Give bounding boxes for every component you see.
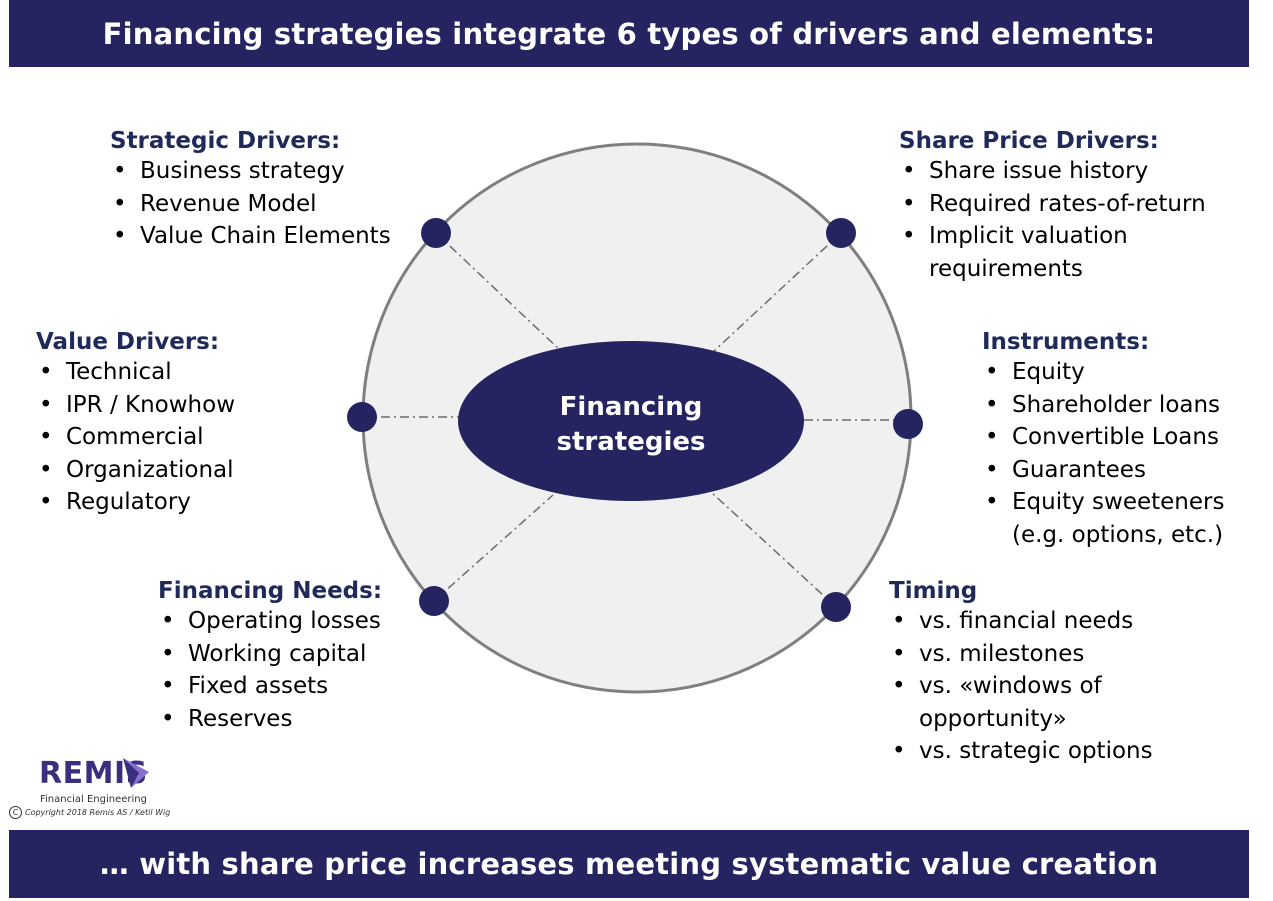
- list-item: Revenue Model: [110, 188, 391, 221]
- list-item: Operating losses: [158, 605, 382, 638]
- list-item: vs. «windows of: [889, 670, 1153, 703]
- logo-chevron-icon: [123, 758, 149, 788]
- list-item: Guarantees: [982, 454, 1224, 487]
- center-label-line1: Financing: [560, 392, 703, 422]
- group-instruments: Instruments: Equity Shareholder loans Co…: [982, 328, 1224, 551]
- list-item: Fixed assets: [158, 670, 382, 703]
- list-item: Implicit valuation: [899, 220, 1206, 253]
- list-item: Convertible Loans: [982, 421, 1224, 454]
- list-item: vs. financial needs: [889, 605, 1153, 638]
- group-title: Strategic Drivers:: [110, 128, 341, 154]
- list-item: vs. milestones: [889, 638, 1153, 671]
- group-title: Share Price Drivers:: [899, 128, 1159, 154]
- group-share-price-drivers: Share Price Drivers: Share issue history…: [899, 127, 1206, 285]
- header-title: Financing strategies integrate 6 types o…: [102, 16, 1156, 51]
- list-item: Organizational: [36, 454, 235, 487]
- group-title: Instruments:: [982, 329, 1150, 355]
- list-item: Working capital: [158, 638, 382, 671]
- list-item-continuation: opportunity»: [919, 705, 1067, 732]
- connector-needs: [433, 494, 554, 602]
- group-financing-needs: Financing Needs: Operating losses Workin…: [158, 577, 382, 735]
- node-value: [347, 402, 377, 432]
- list-item: Equity: [982, 356, 1224, 389]
- list-item: vs. strategic options: [889, 735, 1153, 768]
- node-share: [826, 218, 856, 248]
- footer-title: … with share price increases meeting sys…: [99, 847, 1159, 881]
- group-strategic-drivers: Strategic Drivers: Business strategy Rev…: [110, 127, 391, 253]
- node-instruments: [893, 409, 923, 439]
- list-item-continuation: (e.g. options, etc.): [1012, 521, 1224, 548]
- list-item: Equity sweeteners: [982, 486, 1224, 519]
- list-item: Shareholder loans: [982, 389, 1224, 422]
- center-label-line2: strategies: [557, 427, 706, 457]
- list-item: Technical: [36, 356, 235, 389]
- list-item: Reserves: [158, 703, 382, 736]
- list-item-continuation: requirements: [929, 255, 1083, 282]
- copyright-text: Copyright 2018 Remis AS / Ketil Wig: [25, 808, 171, 817]
- logo-subtitle: Financial Engineering: [40, 794, 147, 805]
- list-item: Value Chain Elements: [110, 220, 391, 253]
- connector-timing: [710, 491, 837, 608]
- center-ellipse: [458, 341, 804, 501]
- list-item: IPR / Knowhow: [36, 389, 235, 422]
- group-timing: Timing vs. financial needs vs. milestone…: [889, 577, 1153, 768]
- header-banner: Financing strategies integrate 6 types o…: [9, 0, 1249, 67]
- list-item: Share issue history: [899, 155, 1206, 188]
- list-item: Regulatory: [36, 486, 235, 519]
- list-item: Commercial: [36, 421, 235, 454]
- list-item: Required rates-of-return: [899, 188, 1206, 221]
- group-value-drivers: Value Drivers: Technical IPR / Knowhow C…: [36, 328, 235, 519]
- group-title: Value Drivers:: [36, 329, 220, 355]
- node-timing: [821, 592, 851, 622]
- node-needs: [419, 586, 449, 616]
- group-title: Timing: [889, 578, 978, 604]
- footer-banner: … with share price increases meeting sys…: [9, 830, 1249, 898]
- node-strategic: [421, 218, 451, 248]
- list-item: Business strategy: [110, 155, 391, 188]
- group-title: Financing Needs:: [158, 578, 383, 604]
- copyright-icon: C: [9, 806, 22, 819]
